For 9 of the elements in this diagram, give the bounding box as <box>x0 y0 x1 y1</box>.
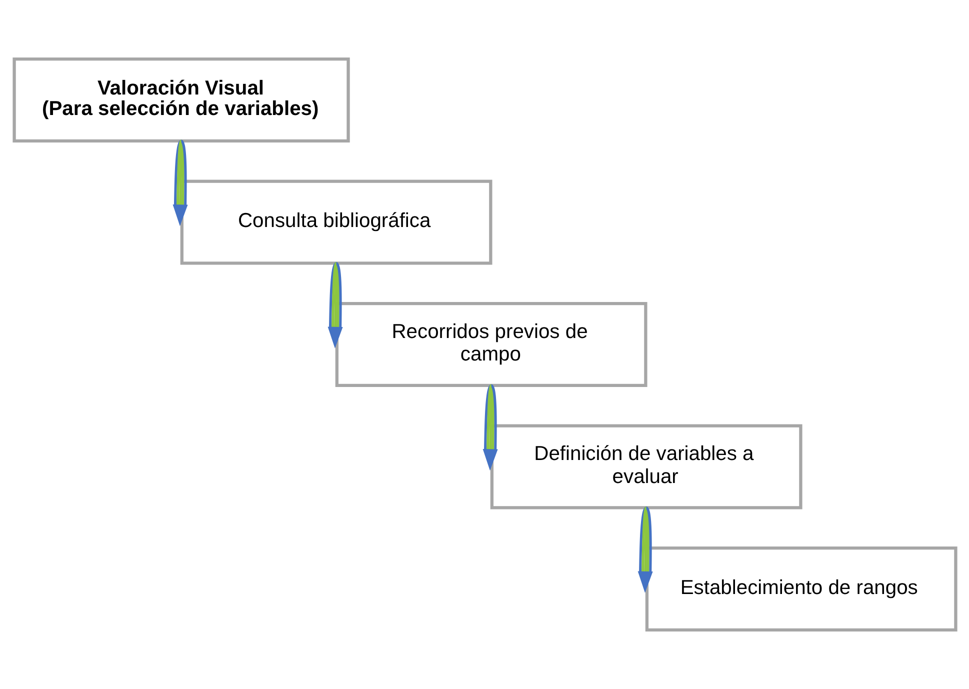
node-box: Valoración Visual (Para selección de variables) <box>12 57 350 143</box>
node-box: Recorridos previos de campo <box>334 302 647 388</box>
node-box: Consulta bibliográfica <box>180 180 492 265</box>
arrow <box>327 262 342 348</box>
node-box: Definición de variables a evaluar <box>490 424 802 510</box>
arrow <box>172 140 188 226</box>
arrow <box>637 506 652 593</box>
arrow <box>482 384 498 471</box>
node-box: Establecimiento de rangos <box>644 546 957 632</box>
